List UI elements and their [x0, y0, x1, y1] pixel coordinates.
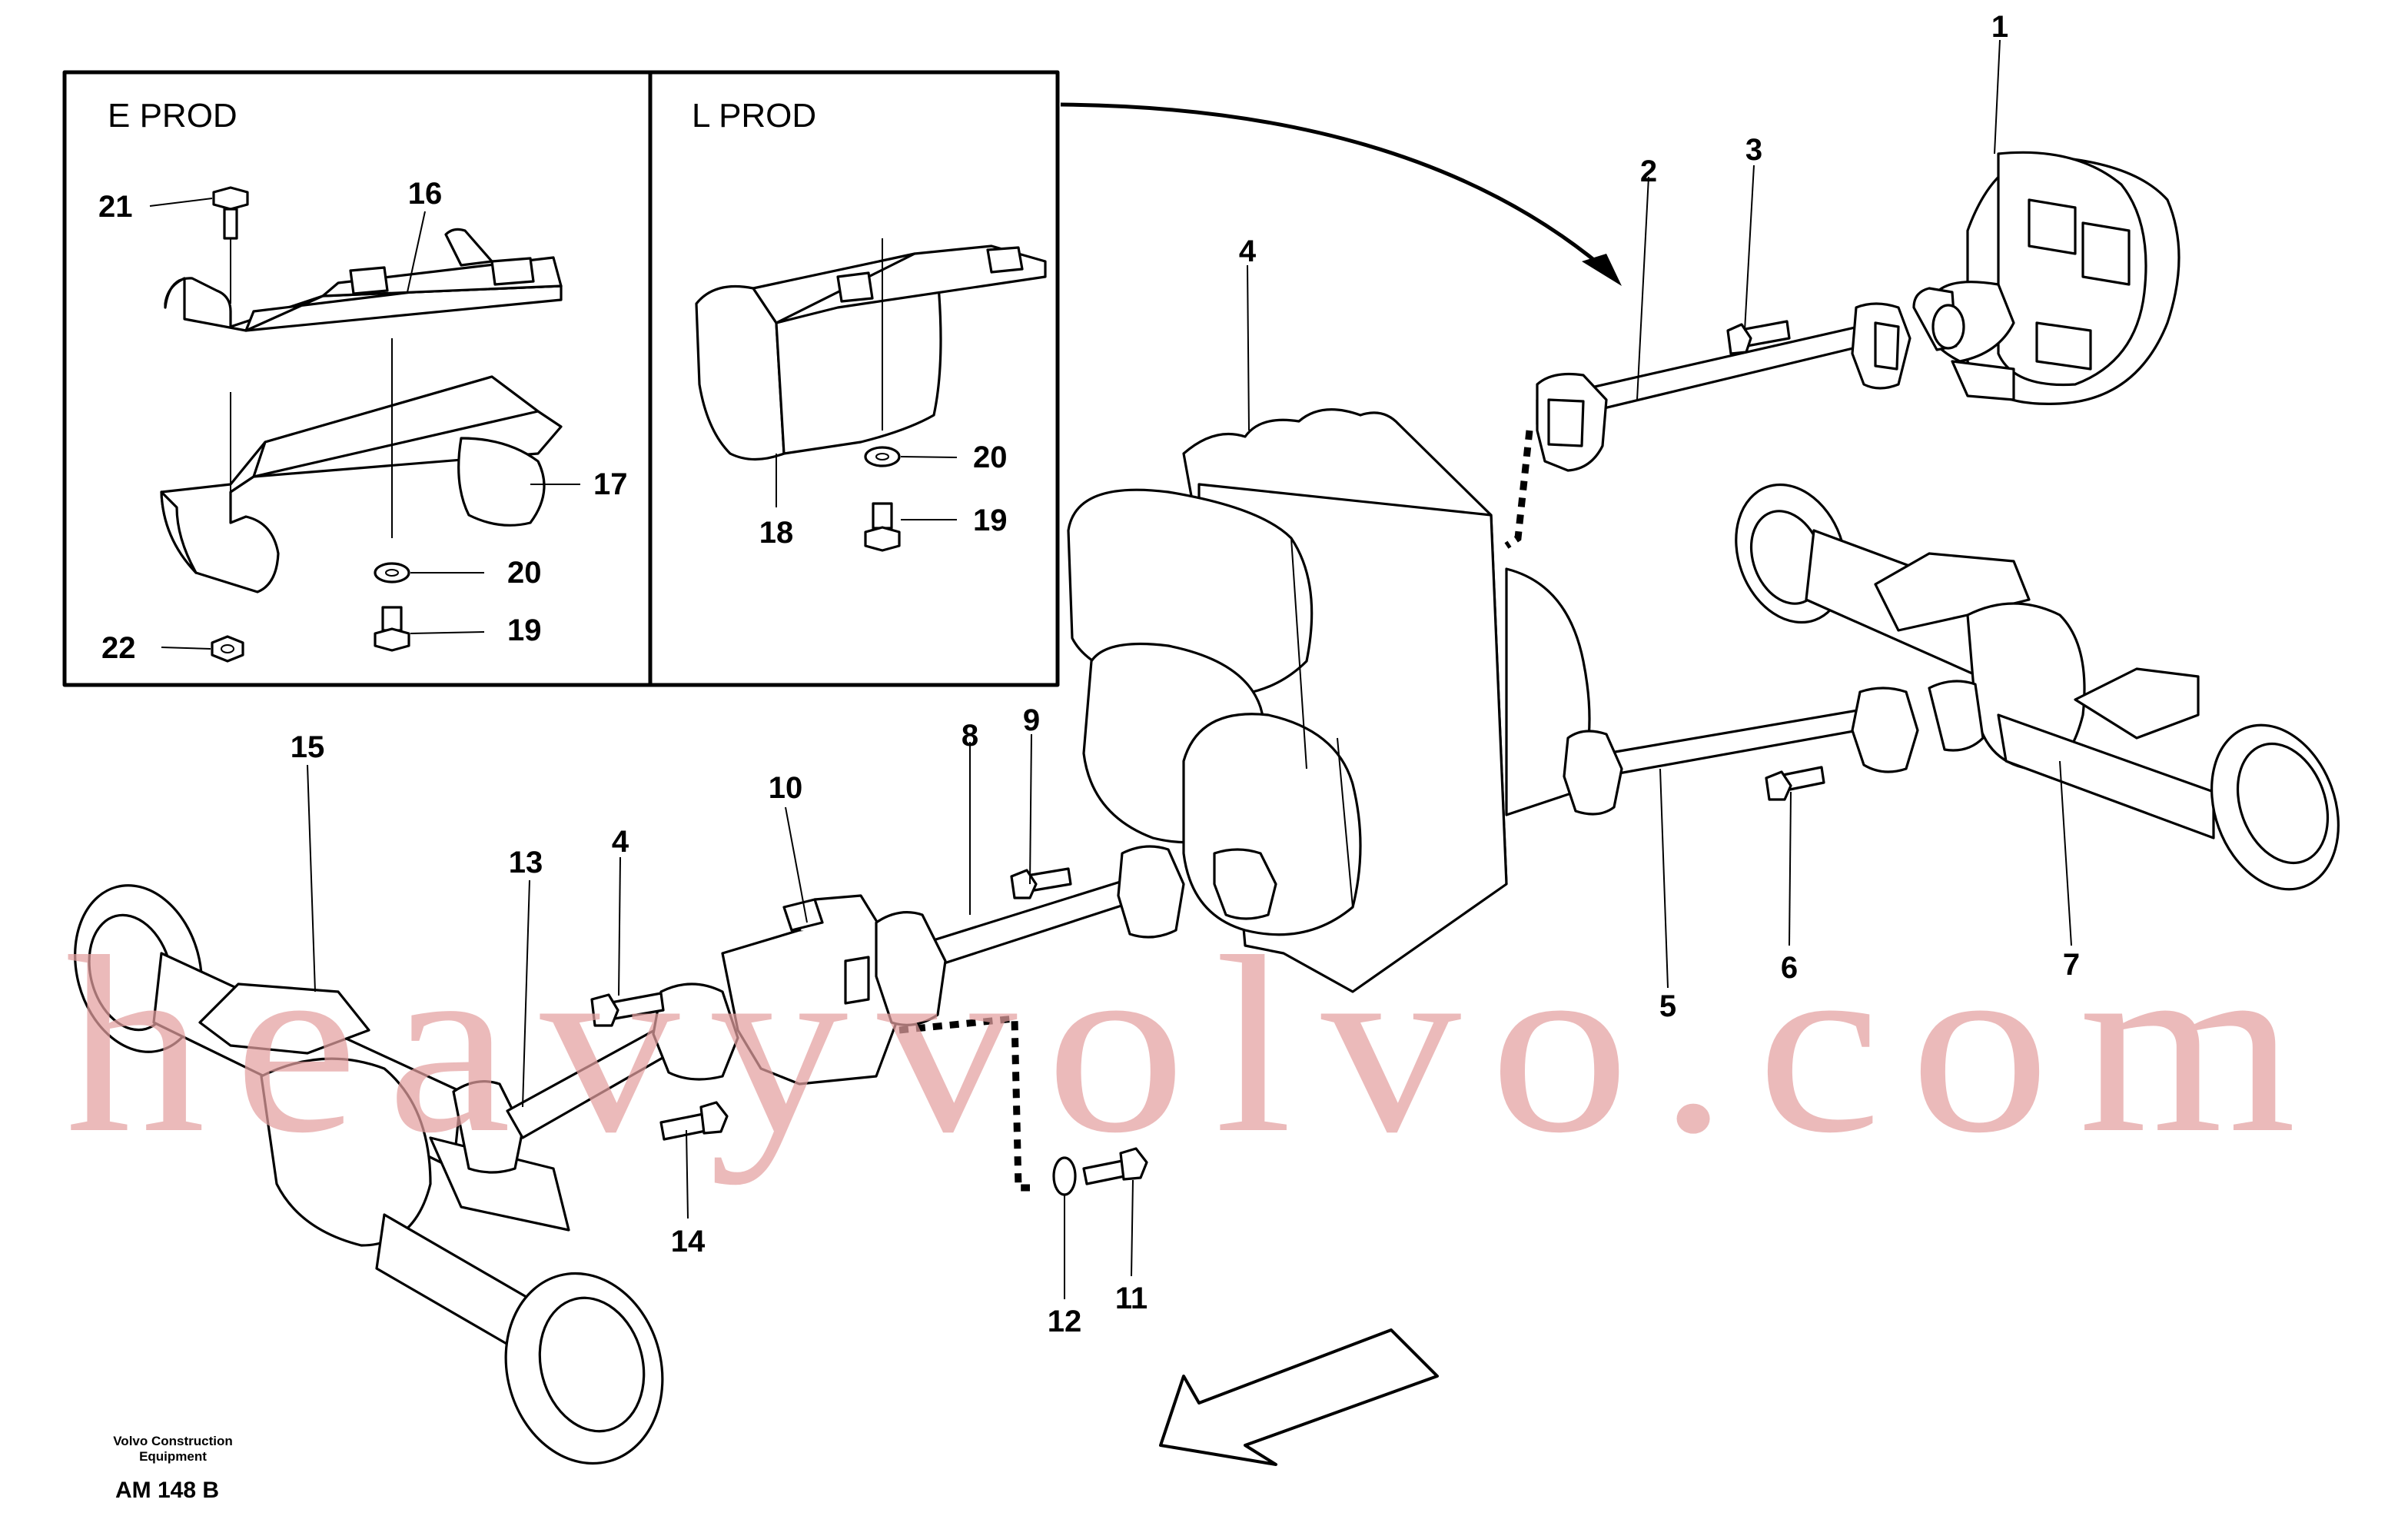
- callout-9: 9: [1023, 703, 1040, 737]
- callout-16: 16: [408, 177, 443, 211]
- callout-15: 15: [291, 730, 325, 764]
- inset-l-prod-parts: [695, 238, 1047, 552]
- callout-18: 18: [759, 516, 794, 550]
- bolt-3-part: [1726, 320, 1791, 355]
- inset-e-prod-parts: [160, 186, 563, 663]
- callout-4-bolt: 4: [612, 825, 629, 859]
- callout-10: 10: [769, 771, 803, 805]
- washer-20-part: [374, 562, 410, 583]
- callout-19-l: 19: [973, 504, 1008, 537]
- bolt-21-part: [212, 186, 249, 211]
- inset-title-e-prod: E PROD: [108, 97, 237, 135]
- callout-4-gearbox: 4: [1239, 234, 1257, 268]
- inset-title-l-prod: L PROD: [692, 97, 816, 135]
- bolt-4-lower-part: [590, 992, 665, 1027]
- inset-frames: [62, 70, 1060, 687]
- bolt-19-part: [374, 627, 410, 652]
- nut-22-part: [211, 635, 244, 663]
- flow-arrow-head: [1582, 254, 1622, 286]
- callout-numbers: 1 2 3 4 4 5 6 7 8 9 10 11 12 13 14 15 16…: [98, 10, 2080, 1338]
- rear-axle-part: [1735, 483, 2340, 891]
- callout-12: 12: [1048, 1305, 1082, 1338]
- callout-6: 6: [1781, 951, 1798, 985]
- credit-line-2: Equipment: [139, 1449, 207, 1464]
- front-shaft-part: [506, 982, 739, 1139]
- callout-3: 3: [1745, 133, 1762, 167]
- callout-5: 5: [1659, 989, 1676, 1023]
- callout-20-e: 20: [507, 556, 542, 590]
- watermark-text: heavyvolvo.com: [65, 905, 2325, 1185]
- callout-1: 1: [1991, 10, 2008, 44]
- connector-dash-lower: [898, 1015, 1030, 1192]
- callout-20-l: 20: [973, 441, 1008, 474]
- intermediate-shaft-part: [875, 845, 1277, 1026]
- bolt-19b-part: [864, 526, 901, 552]
- callout-7: 7: [2063, 948, 2080, 982]
- callout-13: 13: [509, 846, 543, 879]
- engine-unit-part: [1912, 151, 2180, 405]
- parking-brake-part: [721, 894, 901, 1086]
- bolt-9-part: [1010, 867, 1072, 899]
- callout-17: 17: [593, 467, 628, 501]
- drawing-code: AM 148 B: [115, 1478, 219, 1503]
- front-axle-part: [74, 884, 664, 1465]
- cover-18-part: [695, 284, 786, 461]
- connector-dash-upper: [1504, 430, 1533, 549]
- callout-2: 2: [1640, 155, 1657, 188]
- upper-shaft-part: [1536, 302, 1911, 472]
- callout-14: 14: [671, 1225, 706, 1258]
- callout-21: 21: [98, 190, 133, 224]
- washer-12-part: [1052, 1156, 1077, 1196]
- callout-8: 8: [962, 719, 978, 753]
- callout-11: 11: [1115, 1282, 1148, 1315]
- bolt-14-part: [659, 1101, 729, 1141]
- leader-lines: [149, 39, 2072, 1299]
- callout-22: 22: [101, 631, 136, 665]
- transfer-gearbox-part: [1067, 408, 1591, 993]
- washer-20b-part: [864, 446, 901, 467]
- direction-arrow-icon: [1159, 1328, 1439, 1466]
- credit-line-1: Volvo Construction: [113, 1434, 233, 1448]
- bolt-6-part: [1765, 766, 1825, 801]
- callout-19-e: 19: [507, 613, 542, 647]
- bolt-11-part: [1082, 1147, 1148, 1185]
- flow-arrow-line: [1060, 102, 1616, 278]
- rear-shaft-part: [1563, 687, 1919, 816]
